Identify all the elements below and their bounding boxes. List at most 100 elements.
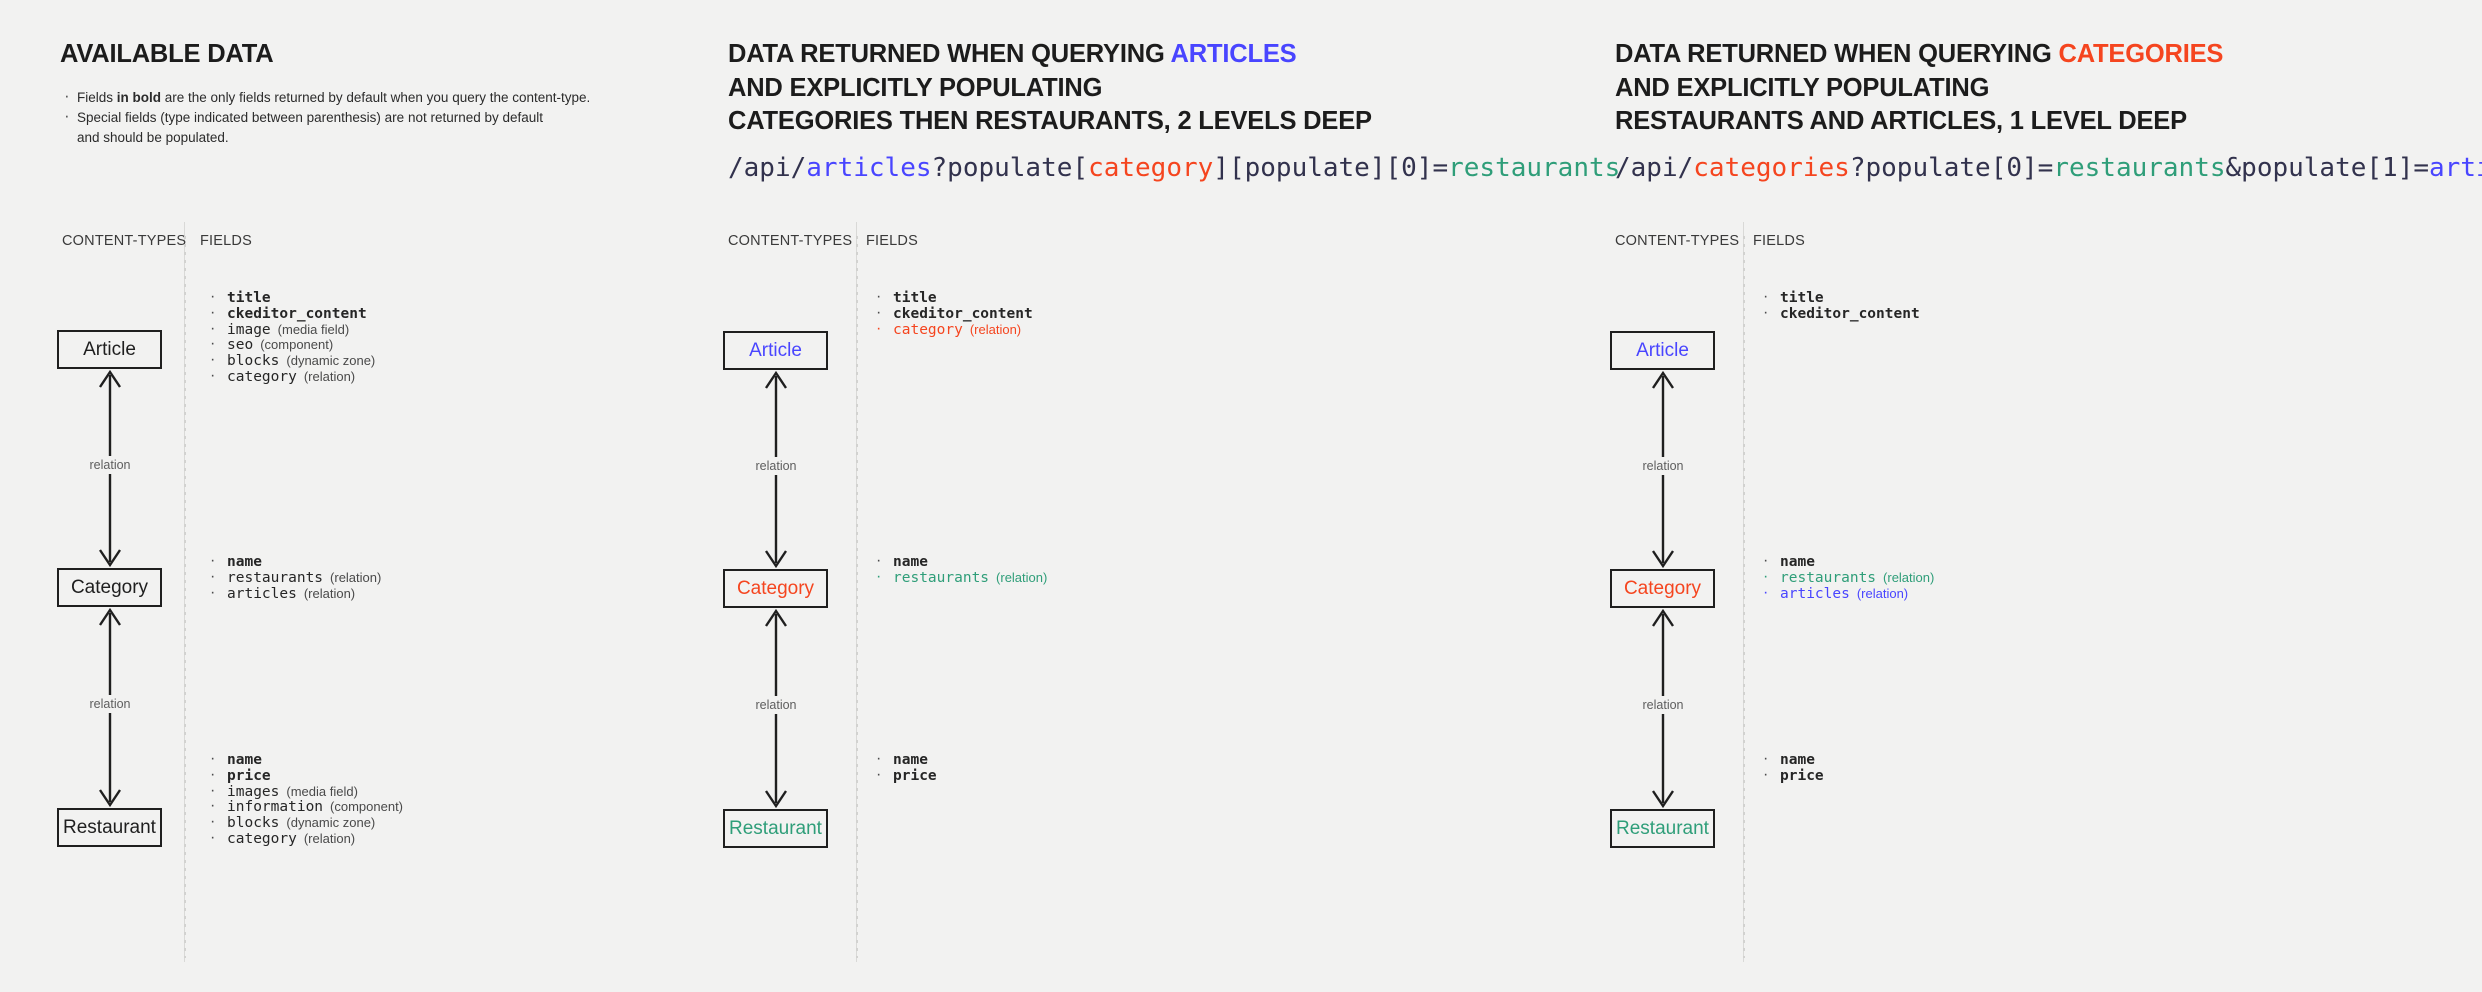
fields-category: namerestaurants(relation)articles(relati… [205, 552, 381, 602]
relation-label: relation [750, 696, 802, 714]
field-type: (relation) [303, 830, 356, 846]
panel-title-line2: AND EXPLICITLY POPULATING [728, 74, 1103, 102]
field-row: ckeditor_content [1758, 304, 1920, 322]
panel-title-query-articles: DATA RETURNED WHEN QUERYING ARTICLES [728, 40, 1297, 68]
accent-articles: ARTICLES [1170, 40, 1297, 68]
connector-category-restaurant: relation [84, 607, 136, 808]
field-row: price [205, 766, 403, 784]
field-name: name [227, 752, 262, 768]
field-row: images (media field) [205, 782, 403, 800]
panel-title-available-data: AVAILABLE DATA [60, 40, 274, 68]
panel-title-query-categories: DATA RETURNED WHEN QUERYING CATEGORIES [1615, 40, 2224, 68]
field-row: title [205, 288, 375, 306]
col-header-fields: FIELDS [1753, 233, 1805, 249]
field-row: blocks (dynamic zone) [205, 813, 403, 832]
field-name: price [893, 767, 937, 784]
api-token: ][populate][0]= [1213, 153, 1449, 183]
node-category-label: Category [1623, 578, 1702, 599]
relation-label: relation [1637, 457, 1689, 475]
field-name: restaurants [1780, 569, 1877, 586]
node-restaurant[interactable]: Restaurant [57, 808, 162, 847]
node-category-label: Category [70, 577, 149, 598]
relation-label: relation [84, 695, 136, 713]
field-row: restaurants(relation) [205, 568, 381, 586]
field-name: articles [227, 585, 297, 602]
field-row: name [871, 552, 1047, 570]
fields-article: titleckeditor_contentcategory(relation) [871, 288, 1033, 337]
field-name: restaurants [227, 569, 324, 586]
api-path-categories[interactable]: /api/categories?populate[0]=restaurants&… [1615, 152, 2482, 184]
api-token: &populate[1]= [2225, 153, 2430, 183]
field-type: (dynamic zone) [286, 815, 376, 831]
node-article[interactable]: Article [723, 331, 828, 370]
field-name: name [1780, 554, 1815, 570]
api-token: articles [2429, 153, 2482, 183]
field-name: blocks [227, 353, 280, 370]
field-row: restaurants(relation) [1758, 568, 1934, 586]
node-restaurant[interactable]: Restaurant [1610, 809, 1715, 848]
api-token: restaurants [1448, 153, 1621, 183]
fields-restaurant: namepriceimages (media field)information(… [205, 750, 403, 847]
field-name: name [893, 752, 928, 768]
panel-title-line3: CATEGORIES THEN RESTAURANTS, 2 LEVELS DE… [728, 107, 1372, 135]
field-type: (relation) [996, 569, 1048, 585]
field-name: category [227, 830, 297, 847]
node-article-label: Article [749, 340, 802, 361]
field-row: name [205, 750, 403, 768]
dotted-divider [1743, 236, 1745, 958]
field-type: (media field) [277, 321, 350, 337]
field-type: (component) [260, 337, 334, 353]
field-name: blocks [227, 815, 280, 832]
col-header-fields: FIELDS [866, 233, 918, 249]
node-article[interactable]: Article [57, 330, 162, 369]
node-category[interactable]: Category [57, 568, 162, 607]
field-name: images [227, 783, 280, 800]
node-category[interactable]: Category [723, 569, 828, 608]
col-header-content-types: CONTENT-TYPES [1615, 233, 1740, 249]
field-row: ckeditor_content [205, 304, 375, 322]
connector-article-category: relation [1637, 370, 1689, 569]
field-name: seo [227, 337, 254, 354]
api-path-articles[interactable]: /api/articles?populate[category][populat… [728, 152, 1620, 184]
field-row: restaurants(relation) [871, 568, 1048, 586]
field-name: title [893, 290, 937, 306]
field-row: information(component) [205, 797, 403, 815]
panel-title-line3: RESTAURANTS AND ARTICLES, 1 LEVEL DEEP [1615, 107, 2187, 135]
field-type: (relation) [303, 368, 356, 384]
field-type: (dynamic zone) [286, 353, 376, 369]
fields-restaurant: nameprice [1758, 750, 1824, 784]
field-type: (media field) [286, 783, 358, 799]
fields-article: titleckeditor_contentimage(media field)s… [205, 288, 376, 385]
fields-restaurant: nameprice [871, 750, 937, 784]
api-token: articles [806, 153, 932, 183]
fields-category: namerestaurants(relation)articles(relati… [1758, 552, 1934, 601]
node-article-label: Article [1636, 340, 1689, 361]
panel-title-line2: AND EXPLICITLY POPULATING [1615, 74, 1990, 102]
api-token: ?populate[ [931, 153, 1089, 183]
relation-label: relation [750, 457, 802, 475]
api-token: categories [1693, 153, 1850, 183]
field-type: (relation) [969, 321, 1022, 337]
field-row: seo (component) [205, 335, 375, 354]
node-restaurant[interactable]: Restaurant [723, 809, 828, 848]
field-name: price [1780, 767, 1824, 784]
field-row: category (relation) [205, 829, 403, 847]
node-category[interactable]: Category [1610, 569, 1715, 608]
node-article[interactable]: Article [1610, 331, 1715, 370]
col-header-fields: FIELDS [200, 233, 252, 249]
api-token: restaurants [2053, 153, 2226, 183]
node-restaurant-label: Restaurant [1616, 818, 1709, 839]
connector-article-category: relation [750, 370, 802, 569]
dotted-divider [856, 236, 858, 958]
field-name: ckeditor_content [893, 305, 1033, 322]
api-token: category [1088, 153, 1214, 183]
field-name: price [227, 767, 271, 784]
fields-category: namerestaurants(relation) [871, 552, 1048, 586]
node-category-label: Category [736, 578, 815, 599]
field-row: ckeditor_content [871, 304, 1033, 322]
field-row: articles(relation) [205, 584, 381, 602]
field-name: category [227, 368, 297, 385]
api-token: ?populate[0]= [1849, 153, 2054, 183]
legend-bold-term: in bold [116, 90, 162, 105]
